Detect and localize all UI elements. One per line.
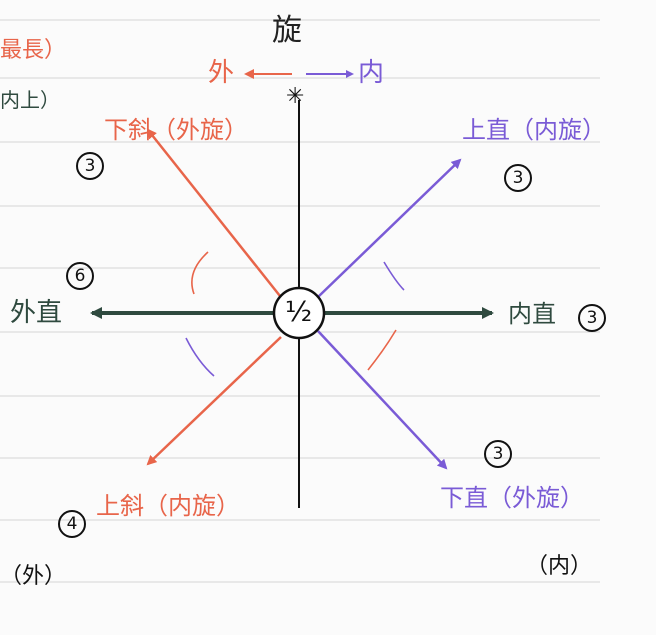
center-label: ½ — [285, 295, 313, 328]
lower-oblique-arrow — [146, 128, 281, 297]
top-right-word: 内 — [358, 58, 385, 88]
number-badge-lower-oblique: 3 — [76, 152, 104, 180]
rotation-curve-lower-right — [367, 329, 397, 371]
center-circle — [272, 286, 326, 340]
inferior-rectus-label: 下直（外旋） — [440, 484, 584, 512]
number-badge-medial-rectus: 3 — [578, 304, 606, 332]
margin-bottom-left: （外） — [0, 564, 67, 589]
rotation-curve-upper-right — [383, 261, 405, 291]
upper-oblique-arrow — [146, 336, 282, 466]
rotation-curve-upper-left — [191, 251, 209, 295]
number-badge-superior-rectus: 3 — [504, 164, 532, 192]
upper-oblique-label: 上斜（内旋） — [96, 492, 240, 520]
number-badge-inferior-rectus: 3 — [484, 440, 512, 468]
number-badge-lateral-rectus: 6 — [66, 262, 94, 290]
margin-top-left-green: 内上） — [0, 88, 60, 112]
rotation-curve-lower-left — [185, 337, 215, 377]
inferior-rectus-arrow — [317, 330, 448, 470]
margin-bottom-right: （内） — [526, 554, 593, 579]
superior-rectus-label: 上直（内旋） — [462, 116, 606, 144]
lateral-rectus-label: 外直 — [10, 298, 63, 328]
top-title: 旋 — [272, 13, 302, 48]
medial-rectus-label: 内直 — [508, 300, 556, 328]
margin-top-left-red: 最長） — [0, 38, 67, 63]
star-icon: ✳ — [286, 84, 305, 109]
number-badge-upper-oblique: 4 — [58, 510, 86, 538]
top-left-word: 外 — [208, 58, 235, 88]
lower-oblique-label: 下斜（外旋） — [104, 116, 248, 144]
superior-rectus-arrow — [317, 158, 462, 298]
